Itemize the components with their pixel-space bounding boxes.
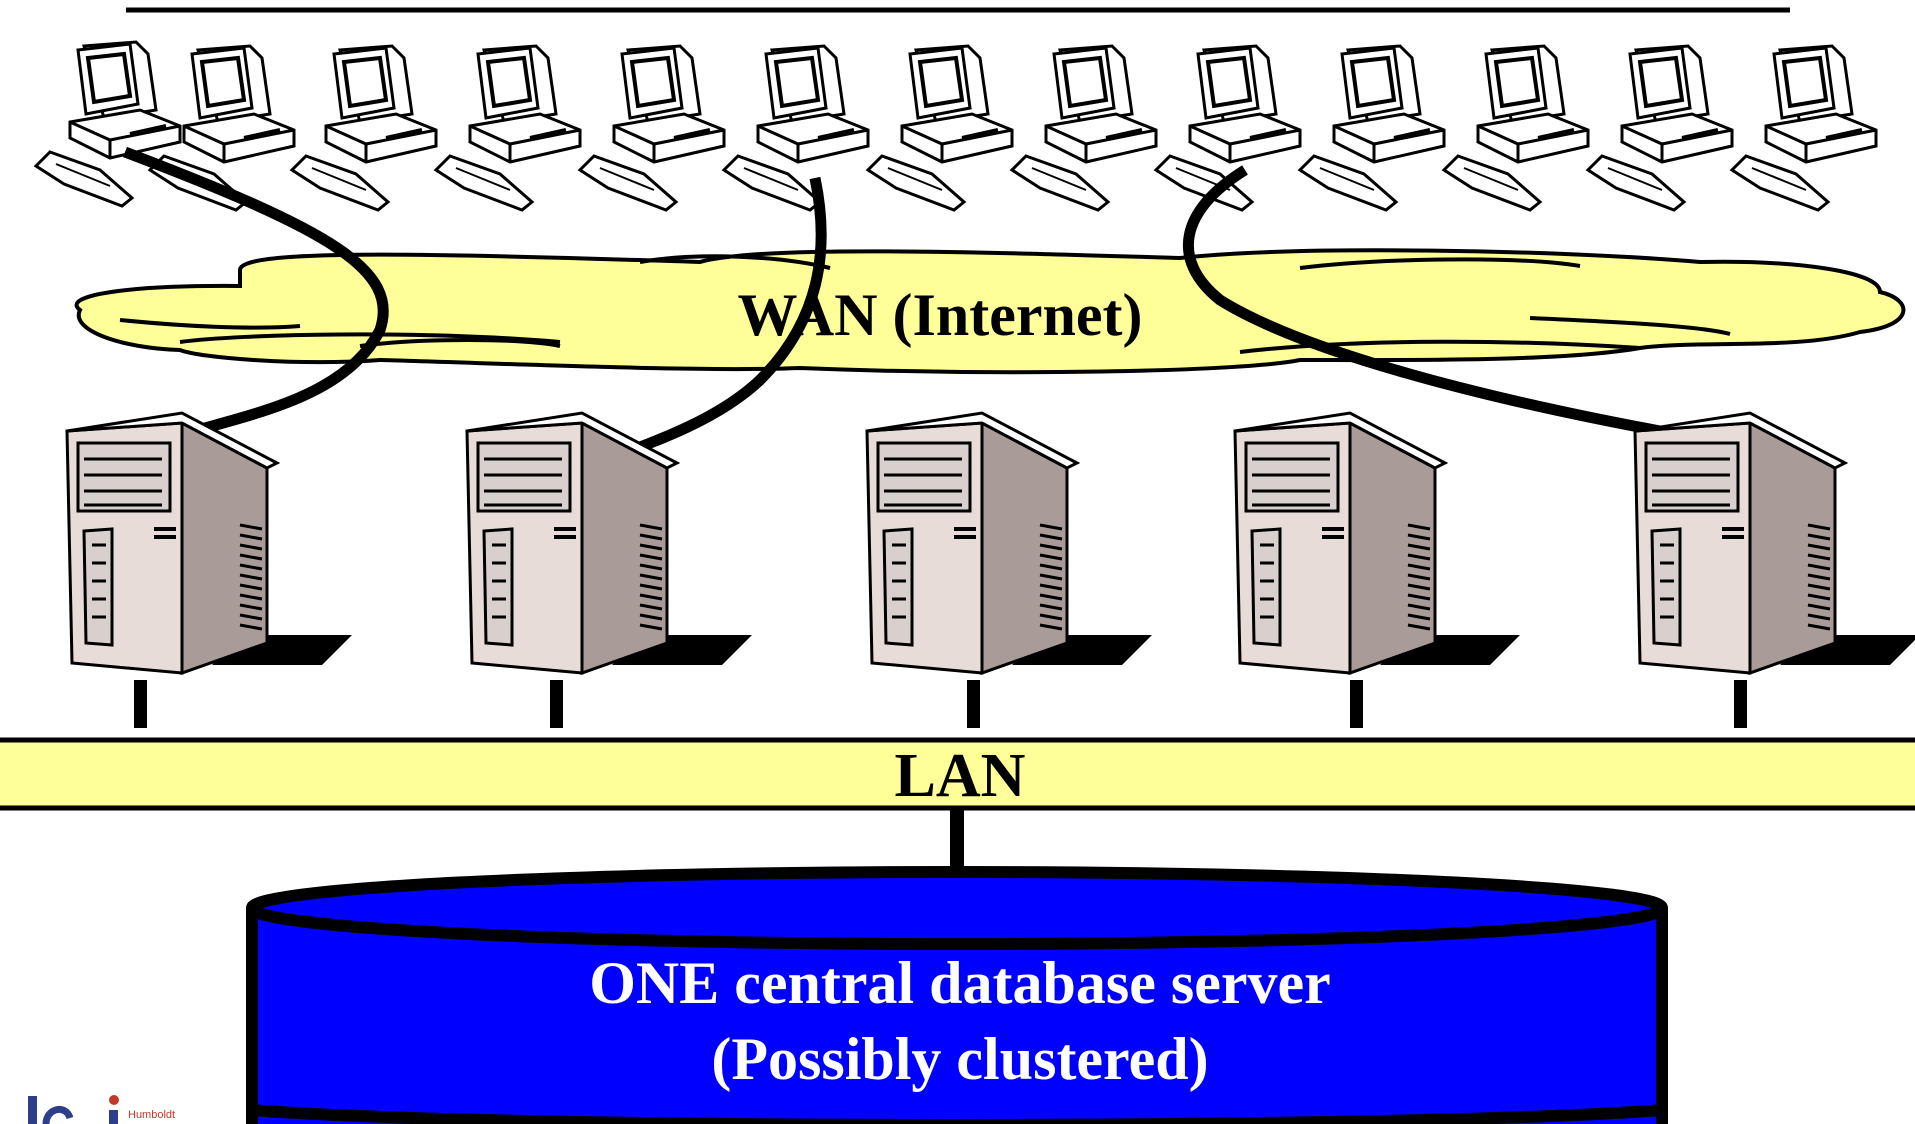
tower-server-icon — [65, 411, 354, 675]
client-computer-icon — [1586, 44, 1734, 212]
logo-text: Humboldt — [128, 1109, 175, 1121]
client-computer-icon — [1298, 44, 1446, 212]
database-cylinder-icon — [246, 866, 1668, 1124]
connection-line — [123, 146, 389, 434]
client-computer-icon — [290, 44, 438, 212]
lan-database-connector — [950, 808, 964, 868]
client-computer-icon — [1730, 44, 1878, 212]
lan-connectors — [134, 680, 1747, 728]
tower-server-icon — [465, 411, 754, 675]
client-computer-icon — [722, 44, 870, 212]
tower-server-icon — [1633, 411, 1915, 675]
database-label-line1: ONE central database server — [589, 950, 1331, 1016]
database-label-line2: (Possibly clustered) — [711, 1026, 1209, 1092]
client-computer-icon — [1010, 44, 1158, 212]
client-computer-icon — [434, 44, 582, 212]
connection-line — [608, 176, 827, 464]
client-computer-icon — [1442, 44, 1590, 212]
lan-label: LAN — [894, 742, 1026, 810]
web-servers — [65, 411, 1915, 675]
client-computers — [34, 40, 1878, 212]
tower-server-icon — [1233, 411, 1522, 675]
client-computer-icon — [578, 44, 726, 212]
tower-server-icon — [865, 411, 1154, 675]
connection-line — [1182, 165, 1711, 446]
wan-label: WAN (Internet) — [737, 282, 1143, 348]
database-label: ONE central database server (Possibly cl… — [330, 945, 1590, 1097]
wan-connections — [123, 146, 1711, 464]
wan-cloud — [74, 248, 1906, 375]
client-computer-icon — [34, 40, 182, 208]
university-logo: Humboldt — [28, 1095, 175, 1124]
client-computer-icon — [866, 44, 1014, 212]
